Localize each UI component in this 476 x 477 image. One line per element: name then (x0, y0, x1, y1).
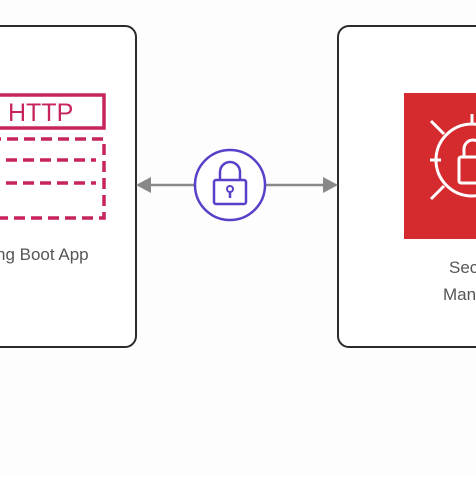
secrets-manager-icon (404, 93, 476, 239)
padlock-icon (193, 148, 267, 222)
http-protocol-icon: HTTP (0, 93, 106, 220)
arrowhead-right (323, 177, 338, 193)
secrets-manager-label-line2: Man (443, 285, 476, 304)
arrowhead-left (136, 177, 151, 193)
http-badge-text: HTTP (8, 99, 73, 127)
spring-boot-app-node (0, 25, 137, 348)
spring-boot-app-label: ng Boot App (0, 245, 89, 264)
secrets-manager-label-line1: Sec (449, 258, 476, 277)
